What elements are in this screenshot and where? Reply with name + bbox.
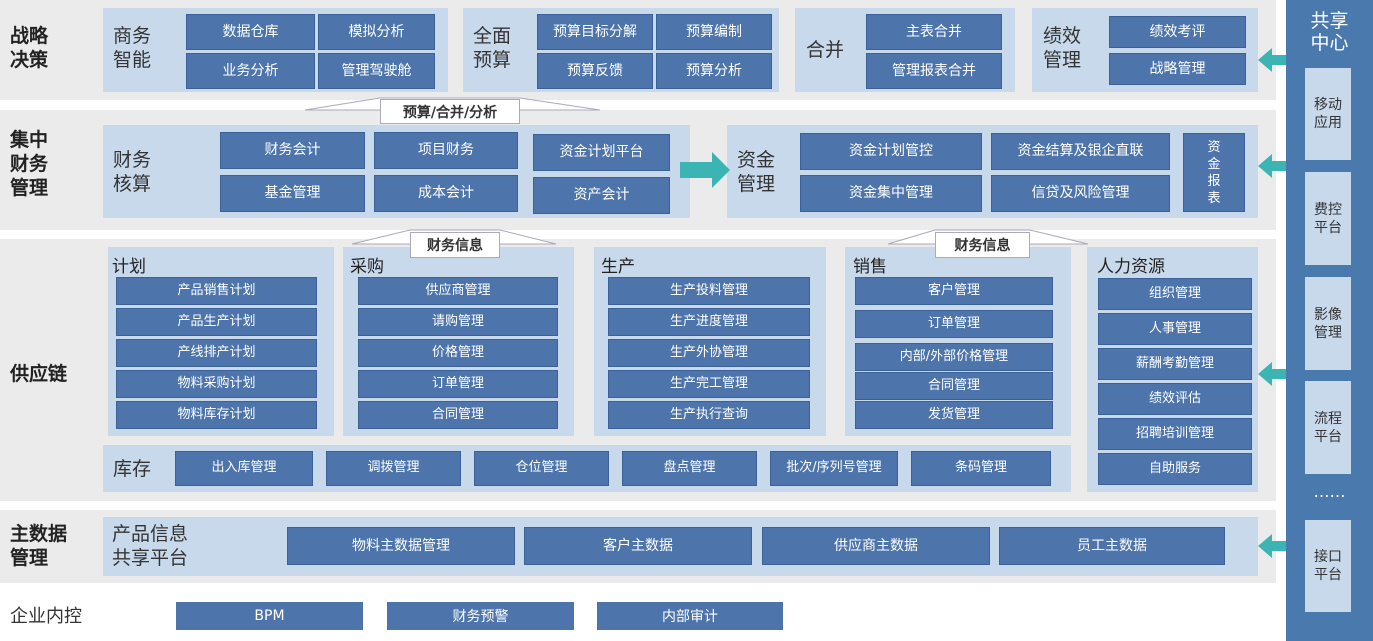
finance-callout-right: 财务信息 <box>935 232 1030 258</box>
sales-item[interactable]: 订单管理 <box>855 310 1053 338</box>
inventory-item[interactable]: 盘点管理 <box>622 451 757 486</box>
purchase-item[interactable]: 请购管理 <box>358 308 558 336</box>
shared-item[interactable]: 接口 平台 <box>1305 520 1351 612</box>
inventory-item[interactable]: 仓位管理 <box>474 451 609 486</box>
hr-item[interactable]: 绩效评估 <box>1098 383 1252 415</box>
masterdata-platform: 产品信息 共享平台 <box>112 523 189 569</box>
sales-item[interactable]: 发货管理 <box>855 401 1053 429</box>
finance-callout-left: 财务信息 <box>410 232 500 258</box>
bi-item[interactable]: 模拟分析 <box>318 14 435 50</box>
treasury-item[interactable]: 资金计划管控 <box>800 133 982 170</box>
sales-label: 销售 <box>853 257 887 277</box>
production-label: 生产 <box>601 257 635 277</box>
treasury-item[interactable]: 资金结算及银企直联 <box>991 133 1170 170</box>
treasury-label: 资金 管理 <box>737 149 776 195</box>
hr-item[interactable]: 组织管理 <box>1098 278 1252 310</box>
finance-label: 集中 财务 管理 <box>10 129 49 199</box>
performance-item[interactable]: 战略管理 <box>1109 53 1246 85</box>
bi-item[interactable]: 管理驾驶舱 <box>318 53 435 89</box>
production-item[interactable]: 生产外协管理 <box>608 339 810 367</box>
control-label: 企业内控 <box>10 606 82 627</box>
performance-item[interactable]: 绩效考评 <box>1109 16 1246 48</box>
accounting-item[interactable]: 项目财务 <box>374 132 518 169</box>
plan-item[interactable]: 物料库存计划 <box>116 401 317 429</box>
bi-item[interactable]: 业务分析 <box>186 53 315 89</box>
plan-label: 计划 <box>112 257 146 277</box>
masterdata-item[interactable]: 供应商主数据 <box>762 527 990 565</box>
inventory-item[interactable]: 调拨管理 <box>326 451 461 486</box>
budget-label: 全面 预算 <box>473 25 512 71</box>
inventory-item[interactable]: 出入库管理 <box>175 451 313 486</box>
consolidation-item[interactable]: 主表合并 <box>866 14 1002 50</box>
shared-item[interactable]: 流程 平台 <box>1305 381 1351 474</box>
shared-more-dots: …… <box>1313 482 1346 501</box>
purchase-item[interactable]: 供应商管理 <box>358 277 558 305</box>
purchase-item[interactable]: 价格管理 <box>358 339 558 367</box>
shared-center-title: 共享 中心 <box>1310 10 1349 54</box>
sales-item[interactable]: 客户管理 <box>855 277 1053 305</box>
masterdata-item[interactable]: 员工主数据 <box>999 527 1225 565</box>
performance-label: 绩效 管理 <box>1043 25 1082 71</box>
budget-callout: 预算/合并/分析 <box>380 99 520 124</box>
masterdata-item[interactable]: 物料主数据管理 <box>287 527 515 565</box>
masterdata-label: 主数据 管理 <box>10 523 68 569</box>
budget-item[interactable]: 预算目标分解 <box>537 14 653 50</box>
plan-item[interactable]: 产线排产计划 <box>116 339 317 367</box>
control-item[interactable]: BPM <box>176 602 363 630</box>
production-item[interactable]: 生产执行查询 <box>608 401 810 429</box>
accounting-item[interactable]: 资产会计 <box>533 177 670 214</box>
purchase-item[interactable]: 合同管理 <box>358 401 558 429</box>
hr-item[interactable]: 招聘培训管理 <box>1098 418 1252 450</box>
treasury-item[interactable]: 信贷及风险管理 <box>991 175 1170 212</box>
accounting-item[interactable]: 资金计划平台 <box>533 134 670 171</box>
shared-item[interactable]: 费控 平台 <box>1305 172 1351 265</box>
hr-label: 人力资源 <box>1097 257 1165 277</box>
control-item[interactable]: 财务预警 <box>387 602 574 630</box>
accounting-to-treasury-arrow <box>680 152 730 188</box>
treasury-item[interactable]: 资金集中管理 <box>800 175 982 212</box>
budget-item[interactable]: 预算分析 <box>656 53 772 89</box>
plan-item[interactable]: 产品销售计划 <box>116 277 317 305</box>
hr-item[interactable]: 人事管理 <box>1098 313 1252 345</box>
sales-item[interactable]: 合同管理 <box>855 372 1053 400</box>
sales-item[interactable]: 内部/外部价格管理 <box>855 343 1053 371</box>
consolidation-label: 合并 <box>806 39 845 61</box>
bi-item[interactable]: 数据仓库 <box>186 14 315 50</box>
consolidation-item[interactable]: 管理报表合并 <box>866 53 1002 89</box>
strategy-label: 战略 决策 <box>10 25 49 71</box>
hr-item[interactable]: 薪酬考勤管理 <box>1098 348 1252 380</box>
accounting-item[interactable]: 财务会计 <box>220 132 365 169</box>
control-item[interactable]: 内部审计 <box>597 602 783 630</box>
bi-label: 商务 智能 <box>113 25 152 71</box>
accounting-item[interactable]: 基金管理 <box>220 175 365 212</box>
purchase-label: 采购 <box>350 257 384 277</box>
treasury-report[interactable]: 资 金 报 表 <box>1183 133 1245 212</box>
plan-item[interactable]: 物料采购计划 <box>116 370 317 398</box>
shared-item[interactable]: 移动 应用 <box>1305 68 1351 160</box>
production-item[interactable]: 生产完工管理 <box>608 370 810 398</box>
inventory-label: 库存 <box>113 458 152 480</box>
budget-item[interactable]: 预算反馈 <box>537 53 653 89</box>
supply-label: 供应链 <box>10 363 68 385</box>
production-item[interactable]: 生产进度管理 <box>608 308 810 336</box>
accounting-item[interactable]: 成本会计 <box>374 175 518 212</box>
accounting-label: 财务 核算 <box>113 149 152 195</box>
inventory-item[interactable]: 条码管理 <box>911 451 1051 486</box>
plan-item[interactable]: 产品生产计划 <box>116 308 317 336</box>
shared-item[interactable]: 影像 管理 <box>1305 277 1351 370</box>
masterdata-item[interactable]: 客户主数据 <box>524 527 752 565</box>
inventory-item[interactable]: 批次/序列号管理 <box>770 451 898 486</box>
budget-item[interactable]: 预算编制 <box>656 14 772 50</box>
purchase-item[interactable]: 订单管理 <box>358 370 558 398</box>
production-item[interactable]: 生产投料管理 <box>608 277 810 305</box>
hr-item[interactable]: 自助服务 <box>1098 453 1252 485</box>
